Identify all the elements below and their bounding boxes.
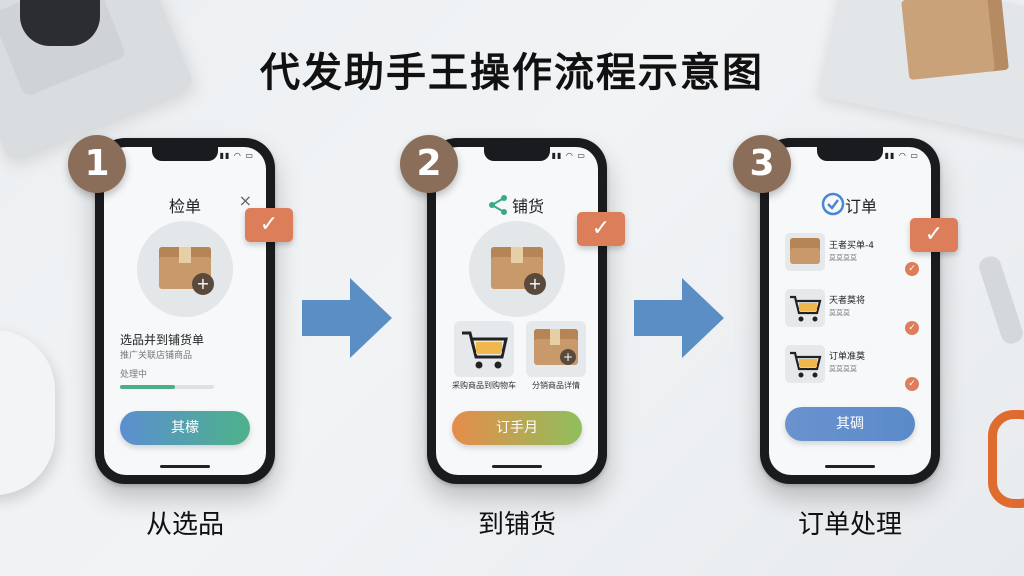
order-item-thumbnail xyxy=(785,345,825,383)
close-icon[interactable]: × xyxy=(238,191,252,210)
status-bar-icons: ▮▮ ◠ ▭ xyxy=(551,151,586,160)
order-item-title: 王者买单-4 xyxy=(829,241,874,251)
home-indicator xyxy=(160,465,210,468)
add-icon[interactable]: + xyxy=(192,273,214,295)
primary-action-button[interactable]: 其碉 xyxy=(785,407,915,441)
step-caption-3: 订单处理 xyxy=(797,510,902,540)
add-icon[interactable]: + xyxy=(524,273,546,295)
arrow-right-icon xyxy=(634,278,724,358)
home-indicator xyxy=(492,465,542,468)
progress-bar xyxy=(120,385,214,389)
progress-bar-fill xyxy=(120,385,175,389)
primary-action-button[interactable]: 订手月 xyxy=(452,411,582,445)
product-tile-box[interactable]: + xyxy=(526,321,586,377)
order-item-title: 天者莫将 xyxy=(829,296,866,306)
order-item-title: 订单准莫 xyxy=(829,352,866,362)
add-icon: + xyxy=(560,349,576,365)
order-item-thumbnail xyxy=(785,233,825,271)
mouse-decoration xyxy=(0,330,55,495)
check-circle-icon xyxy=(821,192,845,216)
phone-notch xyxy=(484,147,550,161)
progress-label: 处理中 xyxy=(120,370,148,380)
order-check-icon: ✓ xyxy=(905,377,919,391)
shopping-cart-icon xyxy=(790,295,822,322)
order-item-subtitle: 莫莫莫 xyxy=(829,309,850,317)
phone-step-1: ▮▮ ◠ ▭ 检单 × + 选品并到铺货单 推广关联店铺商品 处理中 其檬 xyxy=(95,138,275,484)
cup-decoration xyxy=(20,0,100,46)
shopping-cart-icon xyxy=(462,331,508,369)
box-tape xyxy=(511,247,523,263)
step-caption-2: 到铺货 xyxy=(477,510,556,540)
status-bar-icons: ▮▮ ◠ ▭ xyxy=(219,151,254,160)
tile-label: 分销商品详情 xyxy=(532,381,580,390)
product-tile-cart[interactable] xyxy=(454,321,514,377)
order-item-thumbnail xyxy=(785,289,825,327)
screen-title: 铺货 xyxy=(511,197,544,216)
check-tag-icon: ✓ xyxy=(245,208,293,242)
order-item-subtitle: 莫莫莫莫 xyxy=(829,365,857,373)
share-icon xyxy=(489,195,507,215)
scissors-blade-decoration xyxy=(976,253,1024,347)
box-tape xyxy=(550,329,560,345)
phone-notch xyxy=(817,147,883,161)
scissors-handle-decoration xyxy=(988,410,1024,508)
check-tag-icon: ✓ xyxy=(910,218,958,252)
phone-notch xyxy=(152,147,218,161)
step-number-badge-3: 3 xyxy=(733,135,791,193)
box-tape xyxy=(179,247,191,263)
order-check-icon: ✓ xyxy=(905,321,919,335)
status-bar-icons: ▮▮ ◠ ▭ xyxy=(884,151,919,160)
phone-step-3: ▮▮ ◠ ▭ 订单 王者买单-4 莫莫莫莫 ✓ 天者莫将 莫莫莫 ✓ xyxy=(760,138,940,484)
order-item-subtitle: 莫莫莫莫 xyxy=(829,254,857,262)
diagram-title: 代发助手王操作流程示意图 xyxy=(260,50,764,96)
screen-title: 订单 xyxy=(844,197,877,216)
primary-action-button[interactable]: 其檬 xyxy=(120,411,250,445)
screen-title: 检单 xyxy=(168,197,201,216)
step-number-badge-1: 1 xyxy=(68,135,126,193)
product-title-text: 选品并到铺货单 xyxy=(120,333,205,347)
shopping-cart-icon xyxy=(790,351,822,378)
phone-step-2: ▮▮ ◠ ▭ 铺货 + + 采购商品到购物车 分销商品详情 订手月 xyxy=(427,138,607,484)
home-indicator xyxy=(825,465,875,468)
step-number-badge-2: 2 xyxy=(400,135,458,193)
phone-screen: ▮▮ ◠ ▭ 订单 王者买单-4 莫莫莫莫 ✓ 天者莫将 莫莫莫 ✓ xyxy=(769,147,931,475)
package-box-icon xyxy=(790,238,820,264)
product-subtitle-text: 推广关联店铺商品 xyxy=(120,351,193,361)
phone-screen: ▮▮ ◠ ▭ 铺货 + + 采购商品到购物车 分销商品详情 订手月 xyxy=(436,147,598,475)
tile-label: 采购商品到购物车 xyxy=(452,381,516,390)
order-check-icon: ✓ xyxy=(905,262,919,276)
arrow-right-icon xyxy=(302,278,392,358)
check-tag-icon: ✓ xyxy=(577,212,625,246)
phone-screen: ▮▮ ◠ ▭ 检单 × + 选品并到铺货单 推广关联店铺商品 处理中 其檬 xyxy=(104,147,266,475)
step-caption-1: 从选品 xyxy=(145,510,224,540)
